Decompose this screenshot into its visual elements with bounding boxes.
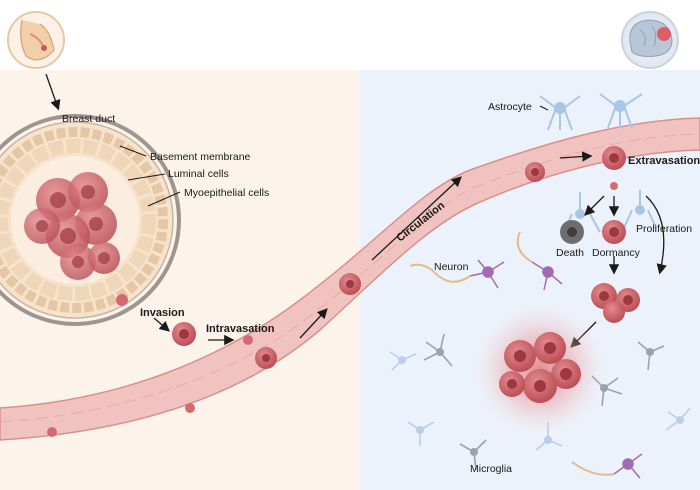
extravasation-label: Extravasation — [628, 155, 700, 167]
dormant-cell — [602, 220, 626, 244]
extravasating-cell — [602, 146, 626, 190]
myoepithelial-cells-label: Myoepithelial cells — [184, 187, 269, 199]
luminal-cell-layer — [0, 139, 156, 301]
dormancy-label: Dormancy — [592, 247, 641, 259]
brain-icon — [621, 11, 679, 69]
intravasation-label: Intravasation — [206, 323, 275, 335]
circulating-cell-2 — [525, 162, 545, 182]
luminal-cells-leader — [127, 173, 166, 181]
breast-icon — [7, 11, 65, 69]
astrocyte-group — [539, 93, 657, 233]
myoepithelial-layer — [0, 127, 168, 313]
proliferation-label: Proliferation — [636, 223, 692, 235]
neuron-label: Neuron — [434, 261, 469, 273]
invasion-arrow — [153, 317, 170, 332]
astrocyte-leader — [539, 105, 549, 111]
death-label: Death — [556, 247, 584, 259]
breast-to-duct-arrow — [45, 73, 61, 111]
myoepithelial-cells-leader — [147, 191, 181, 207]
circulation-arrow-3 — [559, 151, 593, 162]
breast-duct — [0, 114, 181, 326]
proliferation-arrow — [645, 195, 667, 275]
red-blood-cell — [185, 403, 195, 413]
proliferating-cell-cluster — [591, 283, 640, 323]
circulating-cell-1 — [339, 273, 361, 295]
red-blood-cell — [47, 427, 57, 437]
dead-cell — [560, 220, 584, 244]
basement-membrane-ring — [0, 114, 181, 326]
microglia-label: Microglia — [470, 463, 512, 475]
luminal-cells-label: Luminal cells — [168, 168, 229, 180]
brain-metastasis-tumor — [474, 304, 606, 436]
breast-duct-label: Breast duct — [62, 113, 115, 125]
basement-membrane-leader — [119, 145, 147, 157]
intravasating-cell — [243, 335, 277, 369]
primary-tumor-mass — [24, 172, 120, 280]
microglia-field — [389, 333, 691, 471]
circulation-arrow-1 — [299, 308, 328, 339]
astrocyte-label: Astrocyte — [488, 101, 532, 113]
invasion-label: Invasion — [140, 307, 185, 319]
death-arrow — [584, 195, 605, 216]
neuron-cell — [409, 231, 643, 479]
migrating-cell-invasion — [172, 322, 196, 346]
escaping-cell — [116, 294, 128, 306]
basement-membrane-label: Basement membrane — [150, 151, 251, 163]
circulation-arrow-2 — [371, 176, 462, 261]
